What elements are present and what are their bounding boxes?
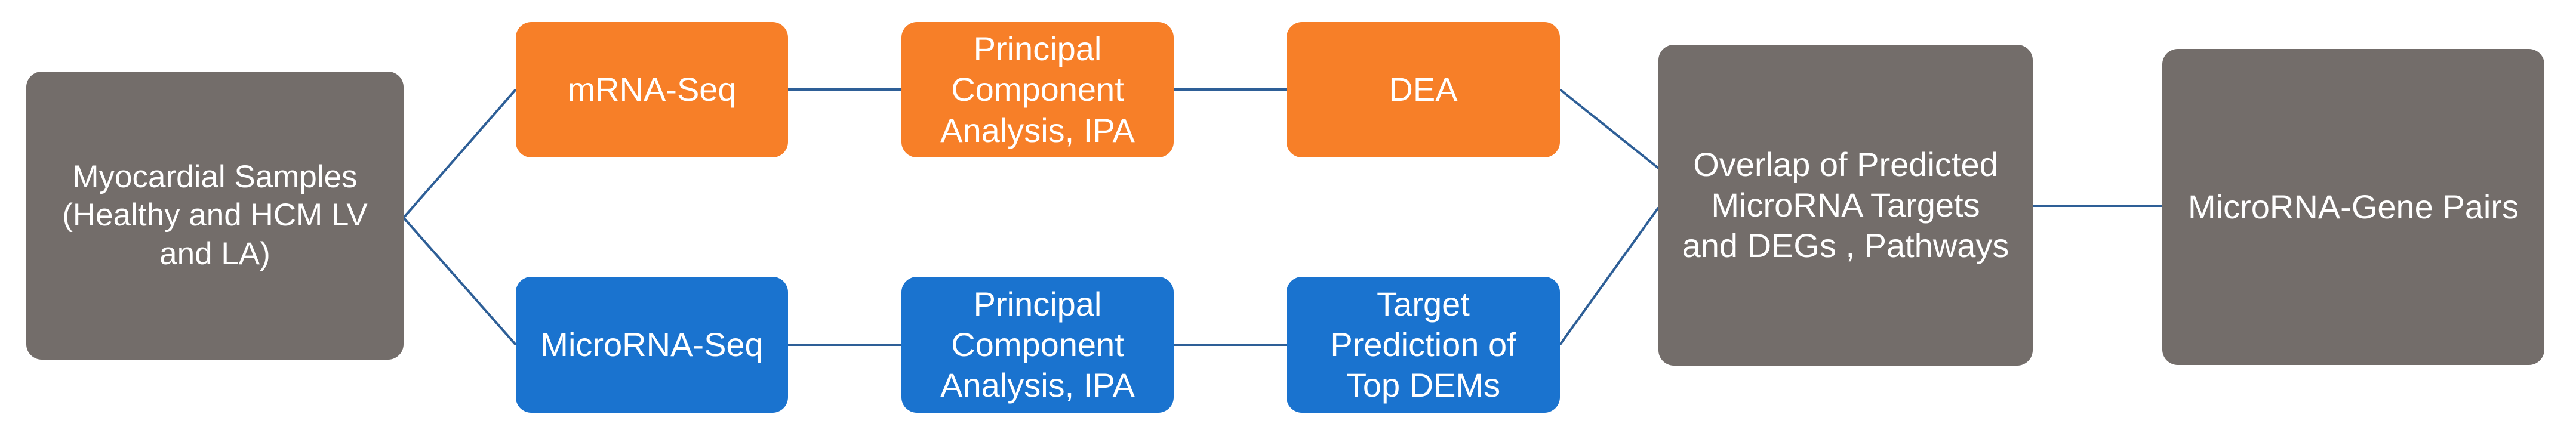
node-myocardial-samples: Myocardial Samples (Healthy and HCM LV a… bbox=[26, 72, 404, 360]
connector-samples-to-microrna-seq bbox=[402, 217, 517, 346]
node-mrna-seq: mRNA-Seq bbox=[516, 22, 788, 157]
node-dea: DEA bbox=[1287, 22, 1560, 157]
connector-target-prediction-to-overlap bbox=[1559, 206, 1660, 346]
node-microrna-gene-pairs: MicroRNA-Gene Pairs bbox=[2162, 49, 2544, 365]
node-microrna-seq: MicroRNA-Seq bbox=[516, 277, 788, 413]
node-pca-ipa-bottom: Principal Component Analysis, IPA bbox=[901, 277, 1174, 413]
connector-samples-to-mrna-seq bbox=[402, 88, 517, 219]
node-target-prediction: Target Prediction of Top DEMs bbox=[1287, 277, 1560, 413]
node-pca-ipa-top: Principal Component Analysis, IPA bbox=[901, 22, 1174, 157]
node-overlap: Overlap of Predicted MicroRNA Targets an… bbox=[1658, 45, 2033, 366]
connector-dea-to-overlap bbox=[1559, 88, 1660, 169]
